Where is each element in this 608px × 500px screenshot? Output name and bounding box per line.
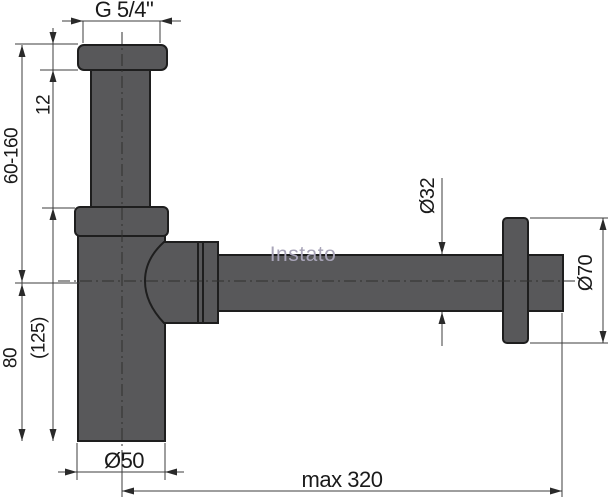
inlet-tube-shape	[90, 67, 151, 214]
adjustable-height-label: 60-160	[2, 128, 23, 184]
dimension-left-outer: 60-160 80	[1, 45, 26, 441]
arrowhead	[18, 429, 26, 441]
arrowhead	[599, 218, 607, 230]
arrowhead	[160, 17, 172, 25]
dimension-wall-distance: max 320	[122, 467, 562, 495]
arrowhead	[65, 468, 77, 476]
arrowhead	[438, 312, 446, 324]
flange-height-label: 12	[34, 95, 55, 115]
arrowhead	[165, 468, 177, 476]
arrowhead	[71, 17, 83, 25]
arrowhead	[49, 429, 57, 441]
arrowhead	[438, 242, 446, 254]
outlet-cone-shape	[143, 241, 199, 324]
dimension-left-inner: 12 (125)	[29, 28, 57, 441]
arrowhead	[49, 208, 57, 220]
arrowhead	[18, 45, 26, 57]
arrowhead	[49, 32, 57, 44]
body-diameter-label: Ø50	[104, 448, 144, 473]
rosette-diameter-label: Ø70	[575, 254, 597, 291]
arrowhead	[49, 70, 57, 82]
pipe-diameter-label: Ø32	[417, 177, 439, 214]
wall-distance-label: max 320	[302, 467, 383, 492]
arrowhead	[599, 331, 607, 343]
dimension-body-diameter: Ø50	[58, 448, 184, 476]
arrowhead	[18, 270, 26, 282]
outlet-nut-shape	[197, 241, 219, 324]
thread-dimension-label: G 5/4"	[95, 0, 154, 22]
arrowhead	[122, 487, 134, 495]
watermark-text: Instato	[270, 243, 337, 266]
dimension-rosette-diameter: Ø70	[575, 218, 607, 343]
extension-lines	[15, 21, 608, 497]
trap-depth-label: 80	[1, 348, 22, 368]
overall-height-label: (125)	[29, 317, 50, 359]
dimension-thread: G 5/4"	[62, 0, 181, 25]
arrowhead	[550, 487, 562, 495]
dimension-pipe-diameter: Ø32	[417, 177, 446, 346]
arrowhead	[18, 284, 26, 296]
